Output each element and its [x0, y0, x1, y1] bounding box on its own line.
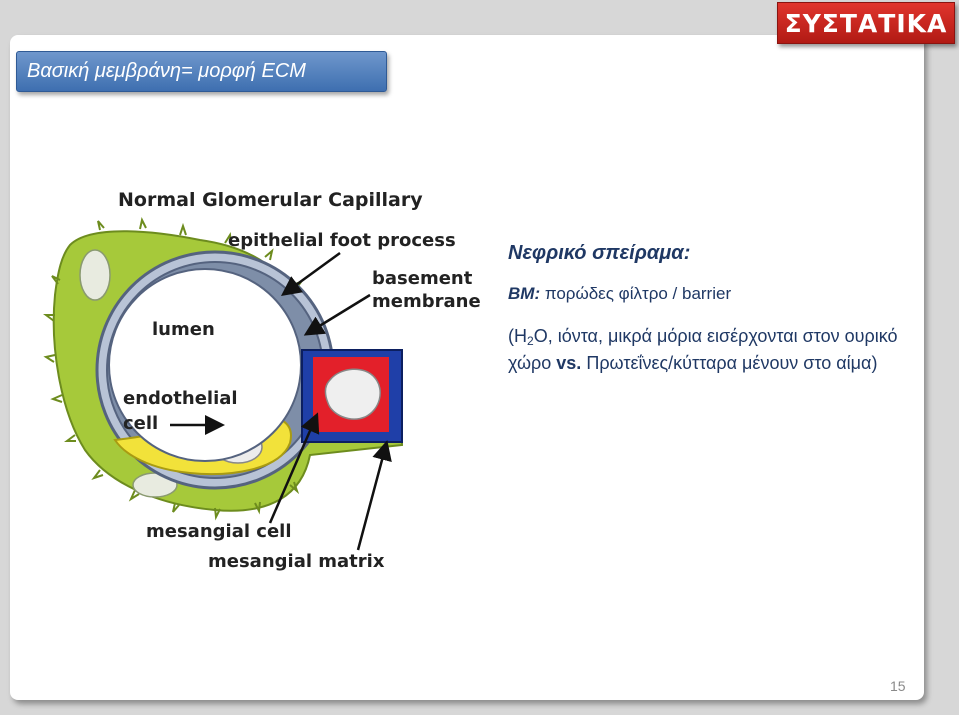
glomerular-capillary-diagram: Normal Glomerular Capillary epithelial f…	[40, 185, 500, 580]
label-membrane: membrane	[372, 291, 481, 312]
slide-title: Βασική μεμβράνη= μορφή ECM	[16, 51, 387, 92]
note-subscript: 2	[527, 334, 534, 348]
bm-description: BM: πορώδες φίλτρο / barrier	[508, 284, 908, 304]
epithelial-vacuole	[79, 249, 111, 301]
label-epithelial-foot-process: epithelial foot process	[228, 230, 456, 251]
note-vs: vs.	[556, 353, 582, 373]
label-endothelial: endothelial	[123, 388, 238, 409]
label-cell: cell	[123, 413, 158, 434]
arrow-mesangial-cell	[268, 412, 320, 524]
note-open: (H	[508, 326, 527, 346]
page-number: 15	[890, 678, 906, 694]
filtration-note: (H2O, ιόντα, μικρά μόρια εισέρχονται στο…	[508, 325, 908, 374]
figure-title: Normal Glomerular Capillary	[118, 189, 423, 211]
label-basement: basement	[372, 268, 473, 289]
section-tag: ΣΥΣΤΑΤΙΚΑ	[777, 2, 955, 44]
mesangial-nucleus	[324, 368, 381, 420]
arrow-basement-membrane	[303, 293, 371, 336]
bm-text: πορώδες φίλτρο / barrier	[540, 284, 732, 303]
arrow-epithelial	[280, 251, 341, 296]
label-mesangial-cell: mesangial cell	[146, 521, 292, 542]
notes-heading: Νεφρικό σπείραμα:	[508, 242, 691, 264]
foot-process-spikes	[43, 217, 304, 521]
note-rest: O, ιόντα, μικρά μόρια εισέρχονται στον ο…	[508, 326, 898, 373]
label-mesangial-matrix: mesangial matrix	[208, 551, 385, 572]
arrow-mesangial-matrix	[356, 440, 392, 551]
note-end: Πρωτεΐνες/κύτταρα μένουν στο αίμα)	[581, 353, 878, 373]
label-lumen: lumen	[152, 319, 215, 340]
bm-label: BM:	[508, 284, 541, 303]
notes-block: Νεφρικό σπείραμα: BM: πορώδες φίλτρο / b…	[508, 242, 908, 374]
